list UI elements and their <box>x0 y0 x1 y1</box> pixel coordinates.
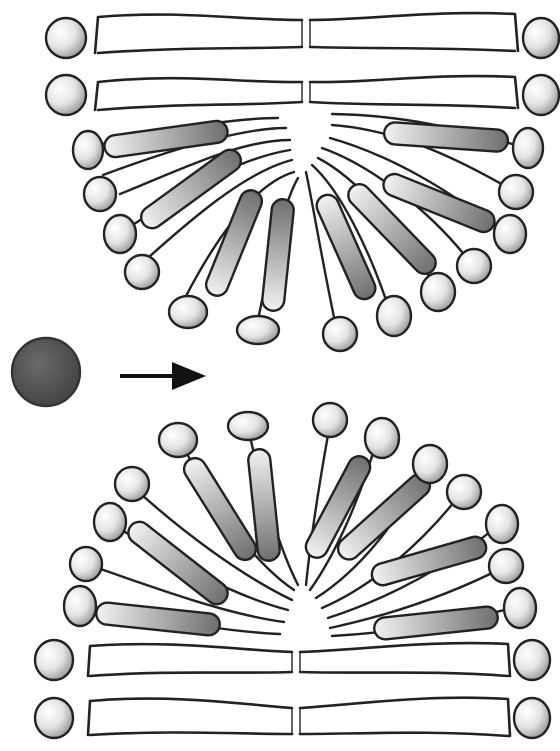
headgroup <box>421 273 455 311</box>
headgroup <box>514 698 550 738</box>
headgroup <box>513 128 543 168</box>
headgroup <box>46 18 86 58</box>
headgroup <box>457 249 491 283</box>
headgroup <box>35 640 73 680</box>
bottom-bilayer <box>88 643 510 736</box>
bottom-fan-headgroups <box>64 403 536 628</box>
headgroup <box>94 503 126 541</box>
headgroup <box>46 75 86 115</box>
right-arrow-icon <box>120 362 206 390</box>
headgroup <box>228 412 268 440</box>
headgroup <box>125 255 159 289</box>
cholesterol-rod <box>95 602 221 637</box>
headgroup <box>104 215 136 253</box>
headgroup <box>35 698 73 738</box>
headgroup <box>365 418 399 458</box>
cholesterol-rod <box>383 122 508 153</box>
headgroup <box>70 547 102 581</box>
lipid-row-3 <box>88 643 510 676</box>
lipid-row-2 <box>95 76 518 110</box>
top-bilayer <box>95 13 518 110</box>
headgroup <box>499 175 533 209</box>
headgroup <box>237 316 279 344</box>
headgroup <box>323 317 357 351</box>
headgroup <box>169 296 207 328</box>
headgroup <box>486 505 518 543</box>
headgroup <box>64 586 96 626</box>
headgroup <box>514 640 550 680</box>
headgroup <box>523 75 559 115</box>
lipid-row-4 <box>88 698 510 736</box>
headgroup <box>494 215 526 253</box>
headgroup <box>84 177 116 211</box>
headgroup <box>489 549 523 583</box>
cholesterol-rod <box>180 454 260 564</box>
headgroup <box>159 423 197 457</box>
fusion-agent <box>12 338 80 406</box>
headgroup <box>523 18 559 58</box>
particle-icon <box>12 338 80 406</box>
headgroup <box>313 403 347 437</box>
headgroup <box>504 588 536 628</box>
headgroup <box>413 445 447 483</box>
headgroup <box>377 296 411 336</box>
headgroup <box>115 467 149 501</box>
cholesterol-rod <box>369 534 488 588</box>
headgroup <box>447 475 481 509</box>
lipid-row-1 <box>95 13 518 53</box>
headgroup <box>73 131 103 169</box>
cholesterol-rod <box>261 198 295 312</box>
